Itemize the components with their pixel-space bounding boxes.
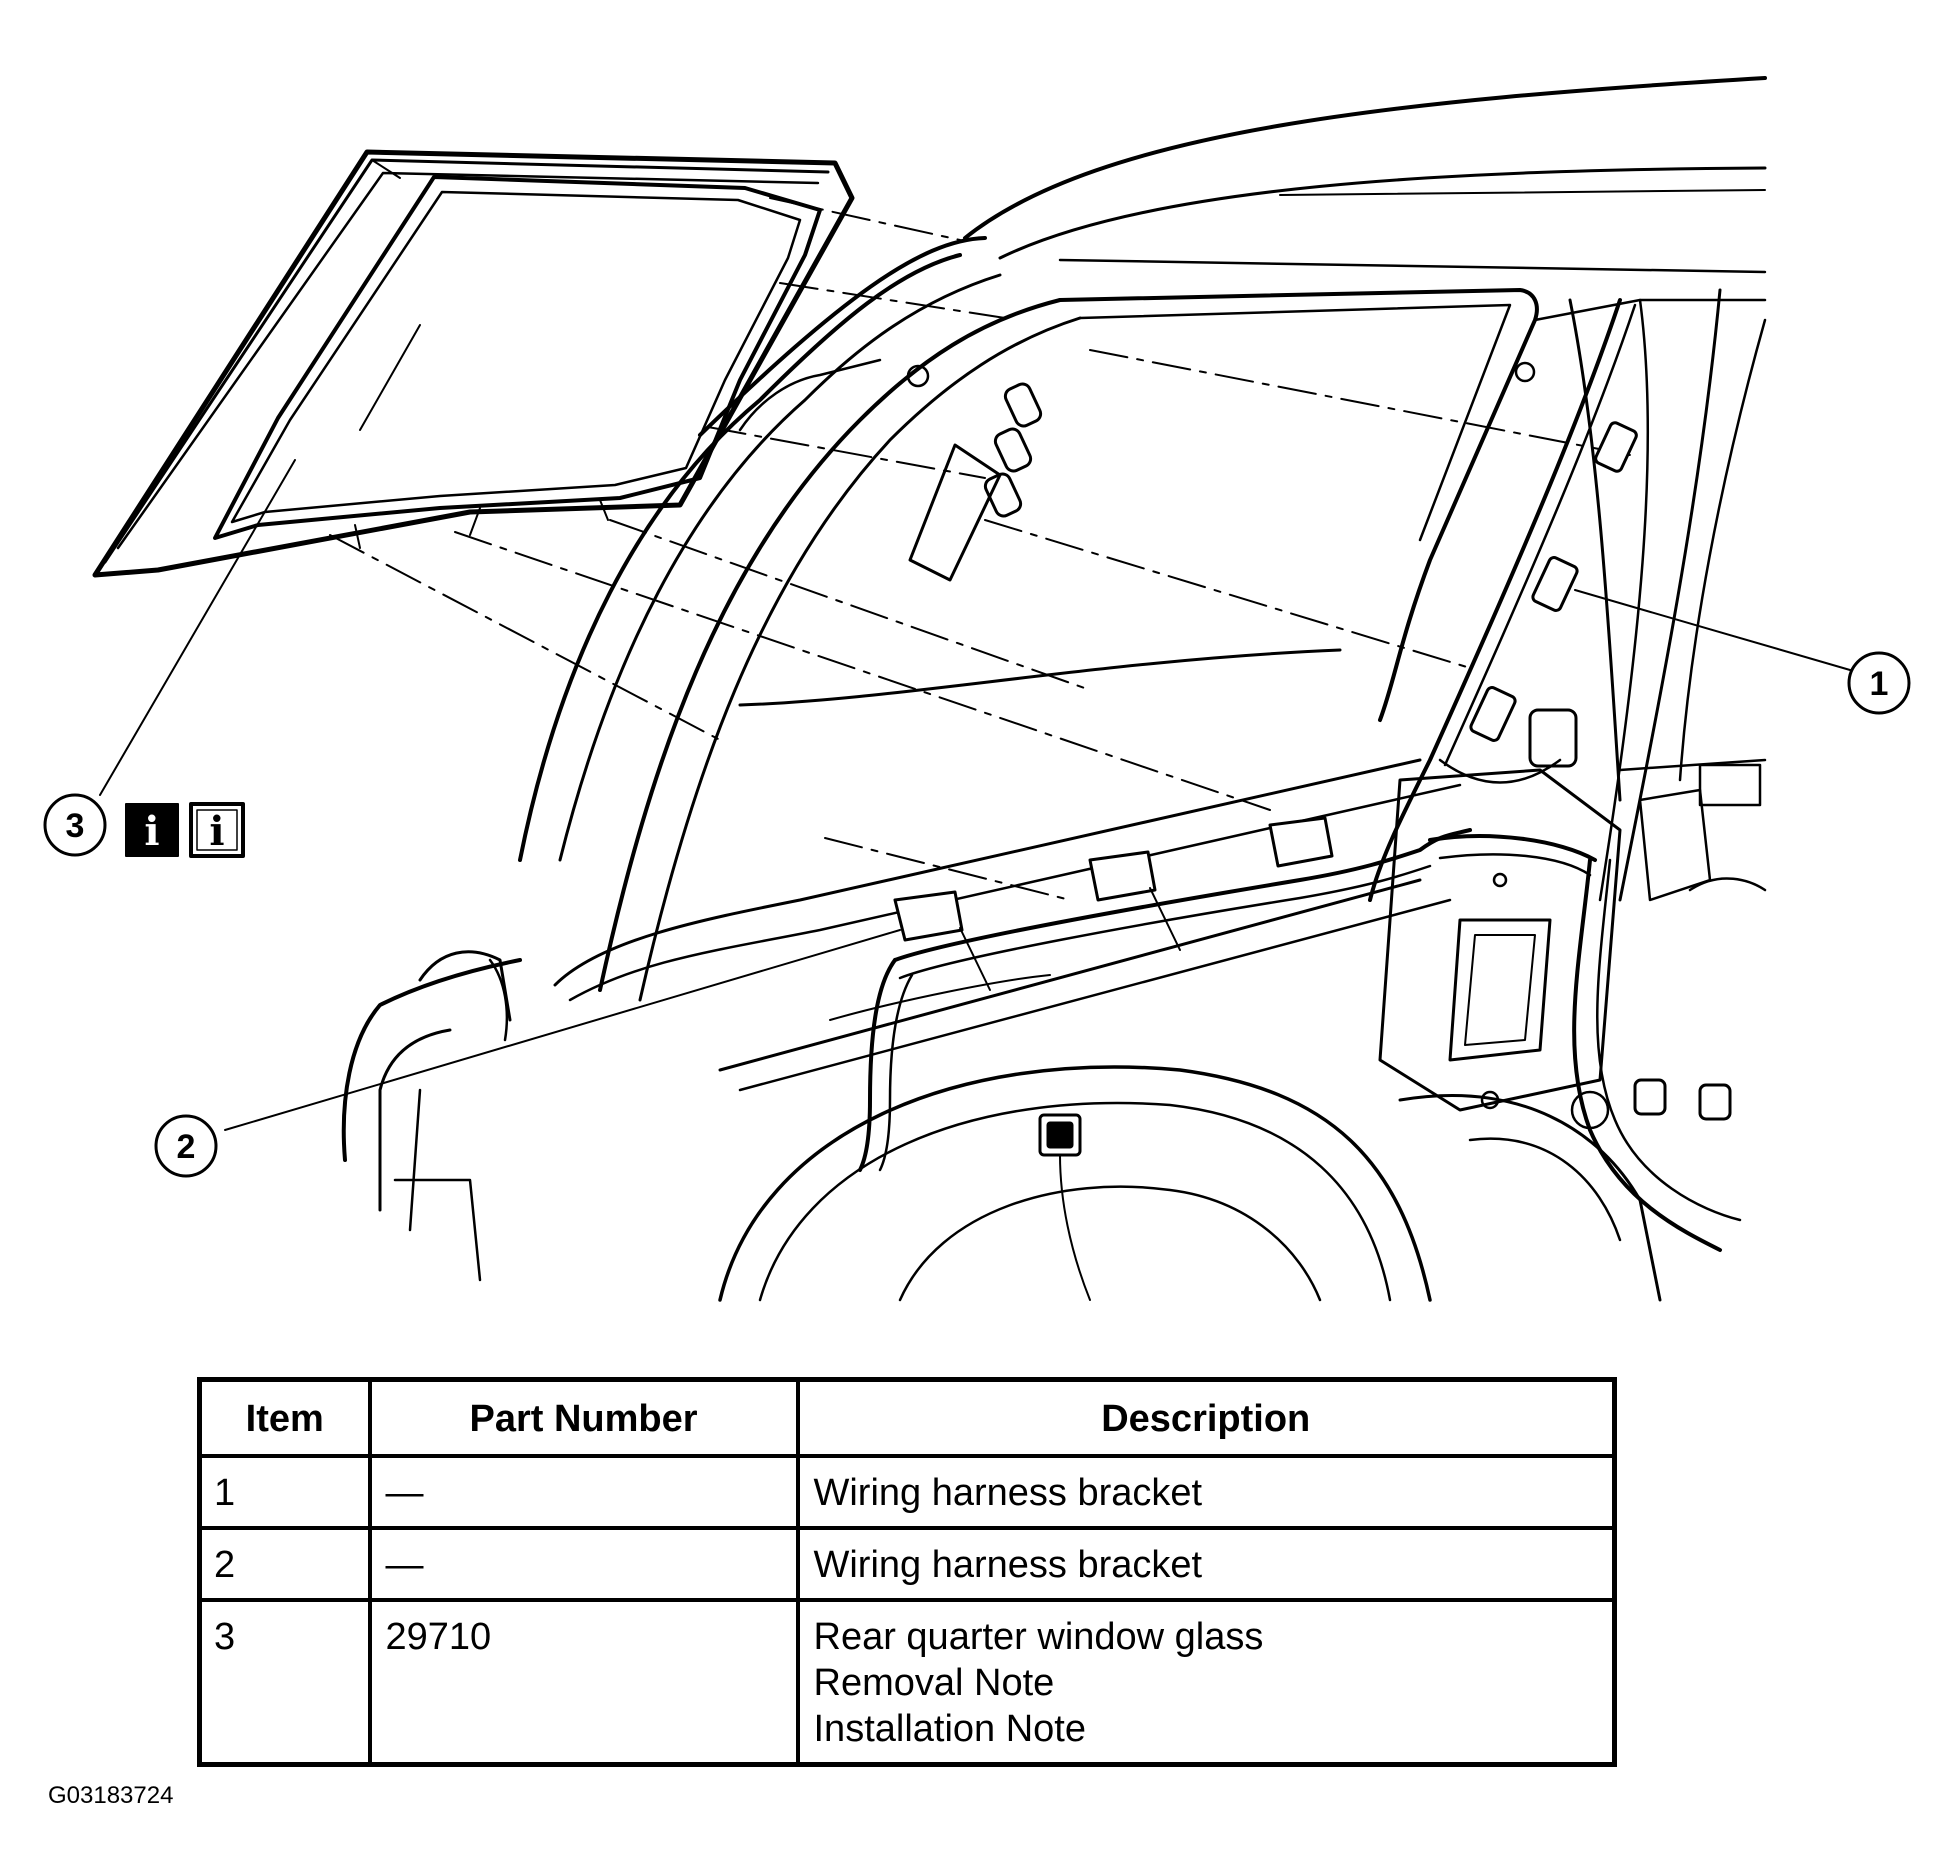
table-row: 1 — Wiring harness bracket [197,1454,1617,1530]
row-description: Wiring harness bracket [795,1526,1617,1602]
table-header-row: Item Part Number Description [197,1377,1617,1458]
callout-1-label: 1 [1870,665,1889,703]
row-description: Wiring harness bracket [795,1454,1617,1530]
wiring-harness-bracket-1 [1368,298,1742,1252]
description-line: Wiring harness bracket [813,1472,1203,1514]
row-item: 3 [197,1598,372,1767]
parts-table: Item Part Number Description 1 — Wiring … [197,1377,1617,1767]
table-row: 2 — Wiring harness bracket [197,1526,1617,1602]
row-part-number: 29710 [367,1598,800,1767]
description-line: Wiring harness bracket [813,1544,1203,1586]
callout-2-label: 2 [177,1128,196,1166]
description-line: Rear quarter window glass [813,1616,1264,1658]
row-part-number: — [367,1454,800,1530]
callout-1: 1 [1847,651,1911,715]
row-item: 1 [197,1454,372,1530]
vehicle-body [341,76,1767,1302]
header-description: Description [795,1377,1617,1458]
row-item: 2 [197,1526,372,1602]
rear-quarter-window-glass [92,149,855,578]
header-item: Item [197,1377,372,1458]
header-part-number: Part Number [367,1377,800,1458]
callout-3: 3 [43,793,107,857]
row-part-number: — [367,1526,800,1602]
alignment-lines [329,197,1631,901]
figure-id: G03183724 [48,1782,174,1809]
row-description: Rear quarter window glass Removal Note I… [795,1598,1617,1767]
leader-lines [99,459,1851,1131]
table-row: 3 29710 Rear quarter window glass Remova… [197,1598,1617,1767]
wiring-harness-bracket-2 [858,816,1597,1172]
callout-3-label: 3 [66,807,85,845]
installation-info-icon-glyph: i [209,808,224,855]
removal-info-icon: i [125,803,179,857]
exploded-view-diagram: 1 2 3 i i [43,76,1911,1302]
installation-note-link: Installation Note [813,1708,1087,1750]
removal-info-icon-glyph: i [144,808,159,855]
installation-info-icon: i [189,802,245,858]
callout-2: 2 [154,1114,218,1178]
removal-note-link: Removal Note [813,1662,1055,1704]
